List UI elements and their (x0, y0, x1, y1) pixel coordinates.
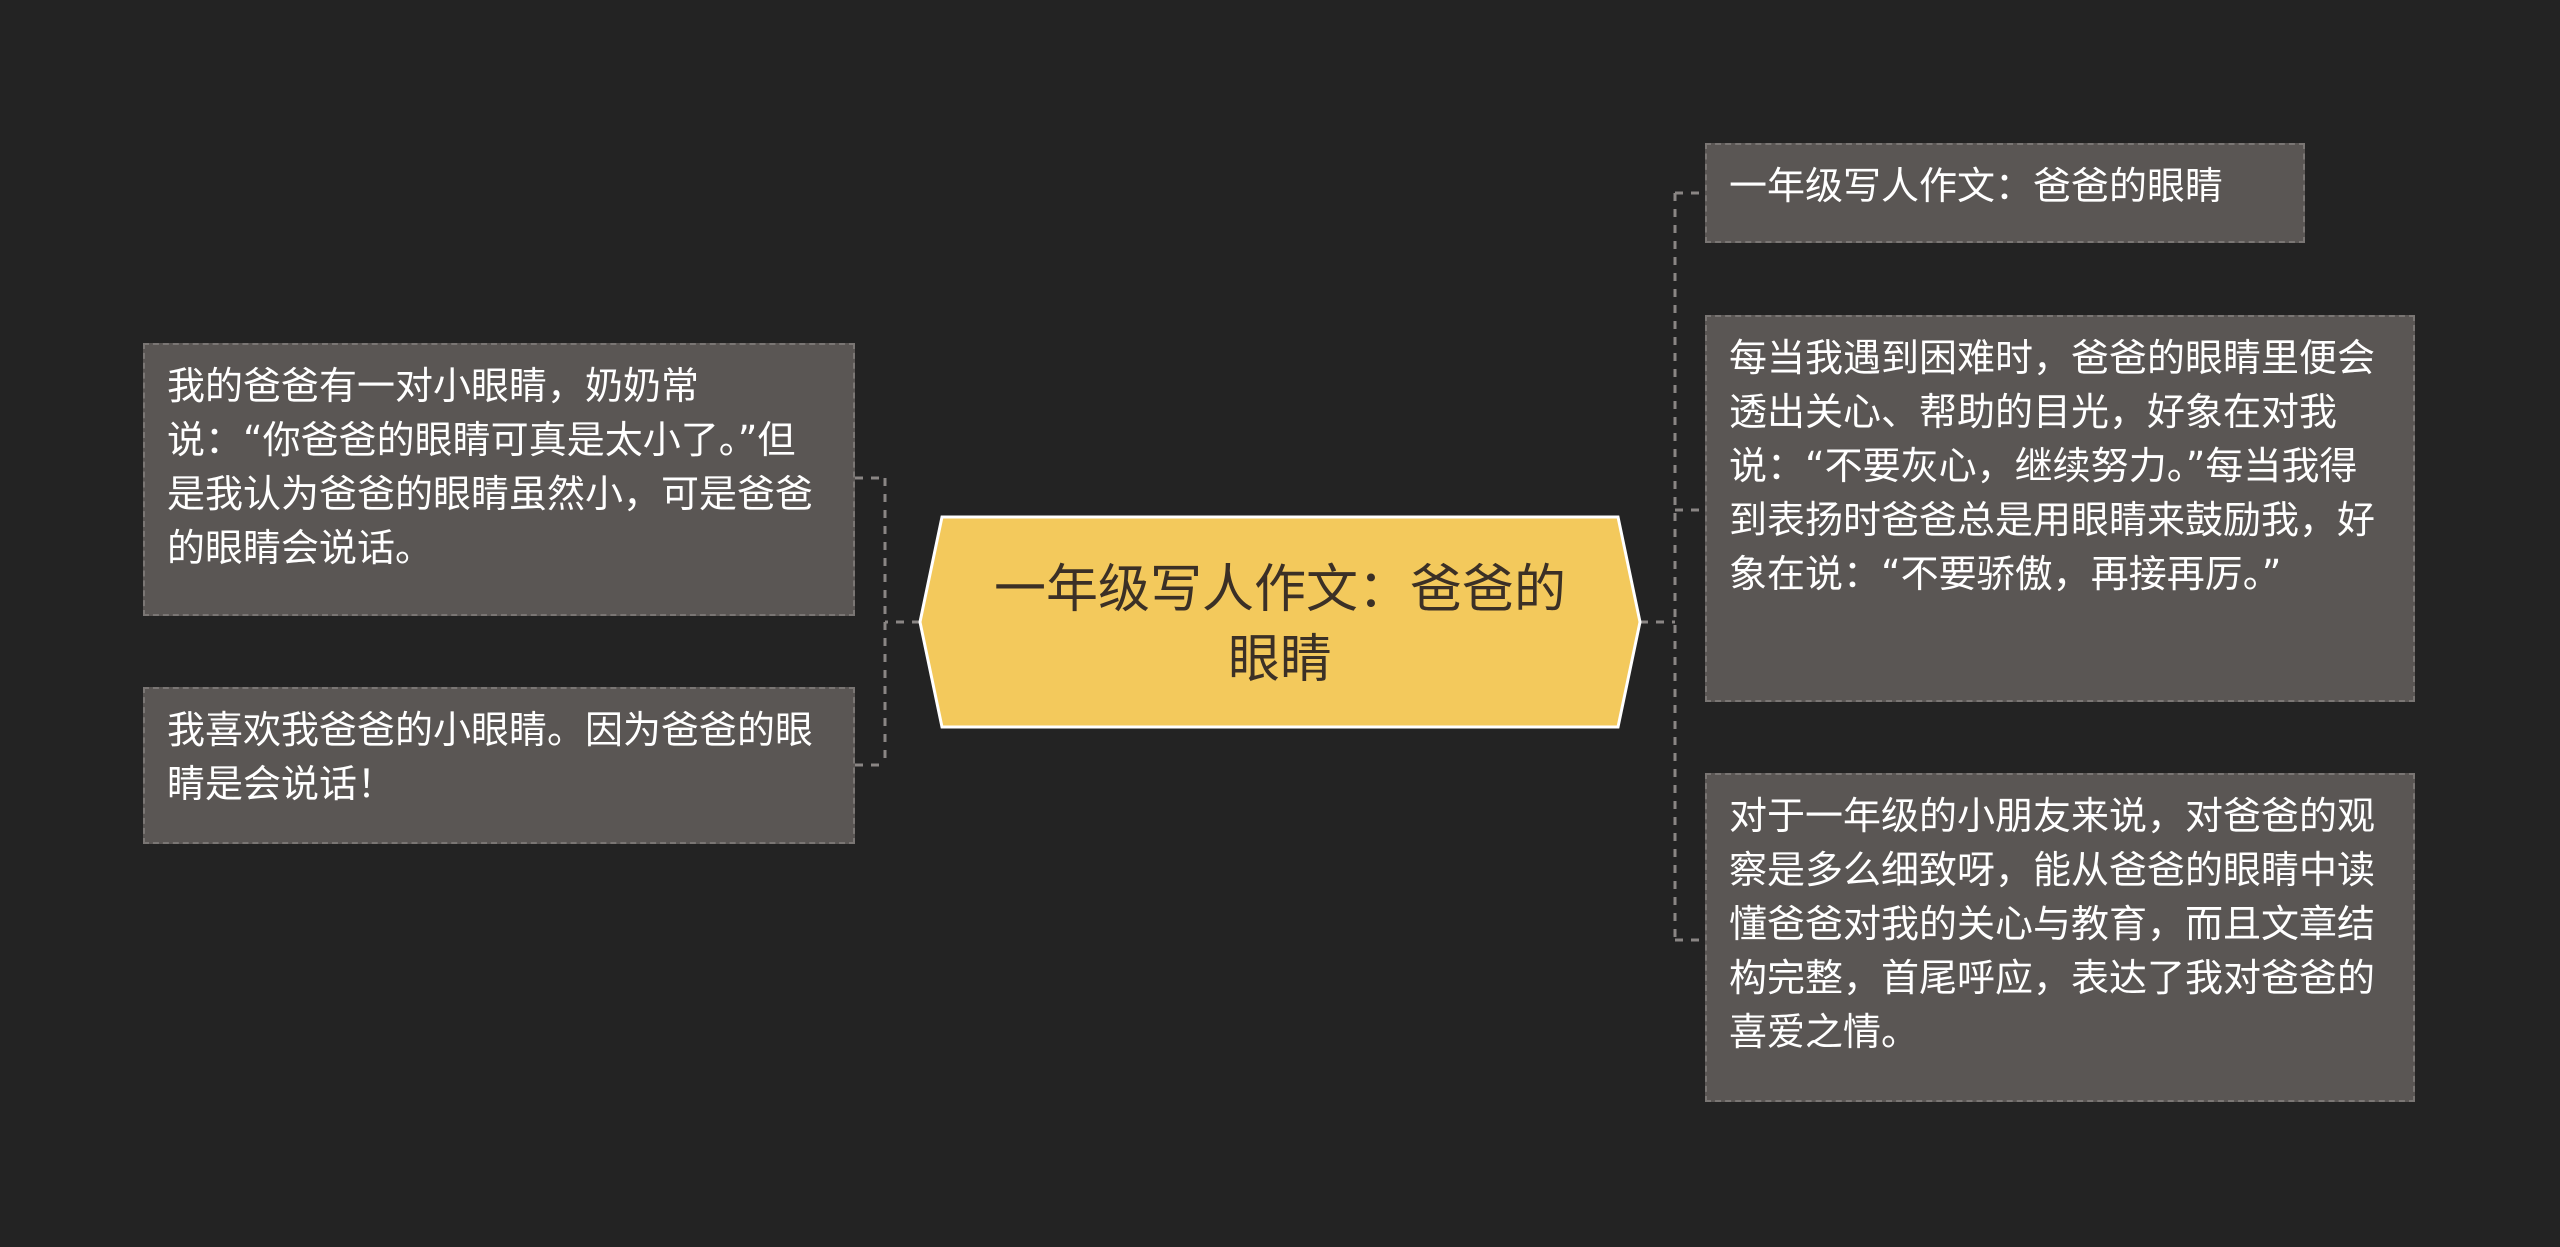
central-node-shape (918, 515, 1642, 729)
right-node-1-text: 一年级写人作文：爸爸的眼睛 (1729, 164, 2224, 208)
right-node-2[interactable]: 每当我遇到困难时，爸爸的眼睛里便会透出关心、帮助的目光，好象在对我说：“不要灰心… (1705, 315, 2415, 702)
right-node-1[interactable]: 一年级写人作文：爸爸的眼睛 (1705, 143, 2305, 243)
right-node-2-text: 每当我遇到困难时，爸爸的眼睛里便会透出关心、帮助的目光，好象在对我说：“不要灰心… (1729, 336, 2376, 596)
central-node[interactable]: 一年级写人作文：爸爸的眼睛 (920, 517, 1640, 732)
connector-right-trunk (1640, 191, 1705, 942)
central-node-label: 一年级写人作文：爸爸的眼睛 (993, 559, 1566, 690)
left-node-1-text: 我的爸爸有一对小眼睛，奶奶常说：“你爸爸的眼睛可真是太小了。”但是我认为爸爸的眼… (167, 364, 814, 570)
left-node-1[interactable]: 我的爸爸有一对小眼睛，奶奶常说：“你爸爸的眼睛可真是太小了。”但是我认为爸爸的眼… (143, 343, 855, 616)
right-node-3[interactable]: 对于一年级的小朋友来说，对爸爸的观察是多么细致呀，能从爸爸的眼睛中读懂爸爸对我的… (1705, 773, 2415, 1102)
left-node-2[interactable]: 我喜欢我爸爸的小眼睛。因为爸爸的眼睛是会说话！ (143, 687, 855, 844)
right-node-3-text: 对于一年级的小朋友来说，对爸爸的观察是多么细致呀，能从爸爸的眼睛中读懂爸爸对我的… (1729, 794, 2376, 1054)
left-node-2-text: 我喜欢我爸爸的小眼睛。因为爸爸的眼睛是会说话！ (167, 708, 814, 806)
connector-left-trunk (855, 476, 920, 767)
